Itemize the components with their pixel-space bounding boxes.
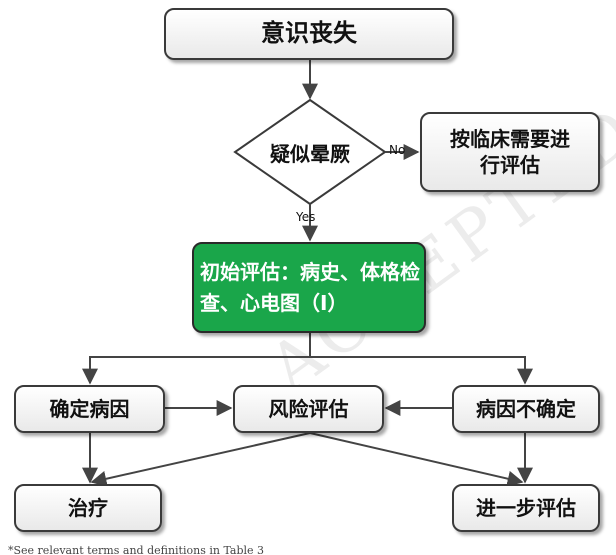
node-cause-undetermined: 病因不确定 — [452, 385, 600, 433]
arrow-risk-to-further — [309, 432, 524, 487]
arrow-risk-to-treatment — [90, 432, 311, 487]
edge-label-yes: Yes — [296, 210, 316, 224]
node-evaluate-as-needed: 按临床需要进行评估 — [420, 112, 600, 192]
branch-connector — [82, 333, 311, 385]
node-loss-of-consciousness: 意识丧失 — [164, 8, 454, 60]
footnote: *See relevant terms and definitions in T… — [8, 544, 265, 555]
node-initial-evaluation: 初始评估：病史、体格检查、心电图（I） — [192, 242, 426, 333]
node-cause-determined: 确定病因 — [14, 385, 165, 433]
edge-label-no: No — [389, 143, 406, 157]
node-treatment: 治疗 — [14, 484, 162, 532]
node-suspected-syncope: 疑似晕厥 — [270, 141, 350, 166]
node-further-evaluation: 进一步评估 — [452, 484, 600, 532]
node-risk-assessment: 风险评估 — [233, 385, 384, 433]
branch-connector-right — [310, 356, 533, 385]
